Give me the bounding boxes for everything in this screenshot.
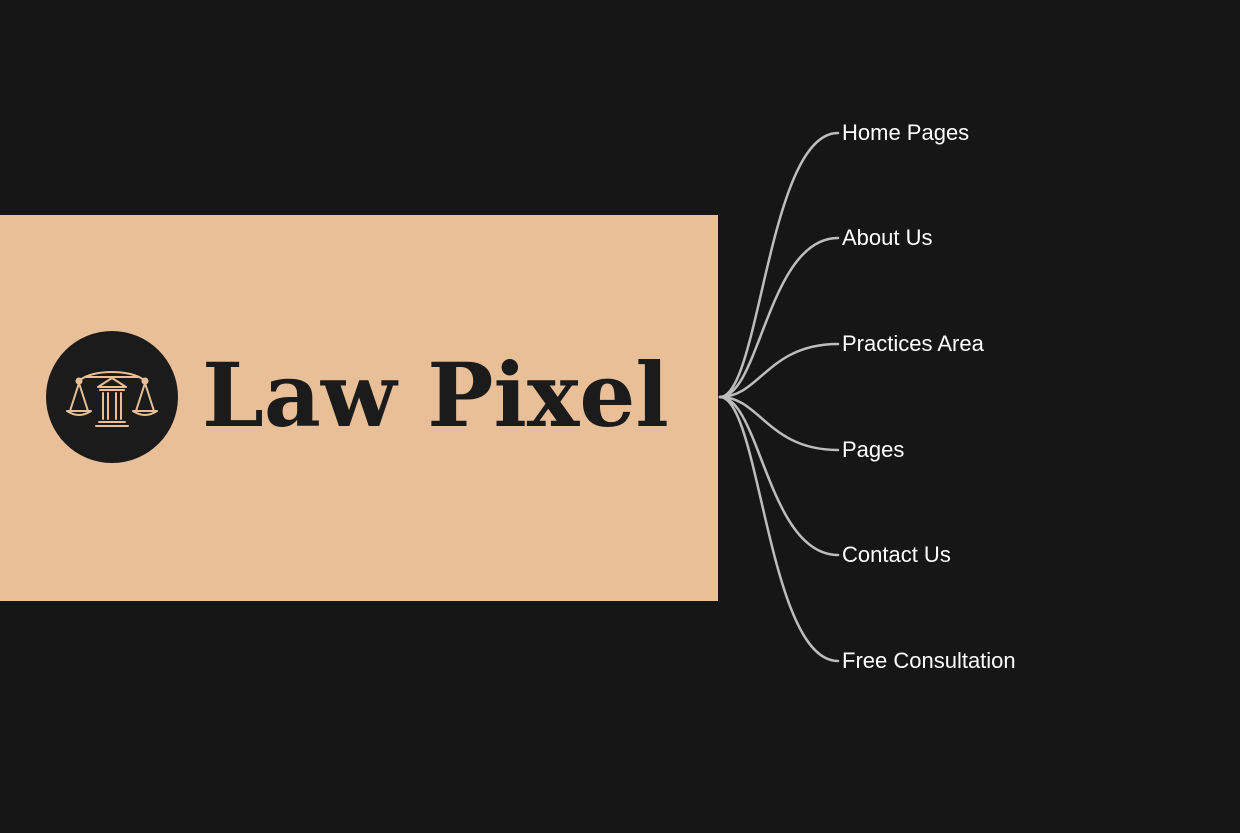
connector-line-1 — [718, 131, 840, 399]
nav-label-free-consultation[interactable]: Free Consultation — [842, 648, 1016, 673]
connector-line-4 — [718, 395, 840, 452]
nav-label-home-pages[interactable]: Home Pages — [842, 120, 970, 145]
nav-label-contact-us[interactable]: Contact Us — [842, 542, 951, 567]
nav-label-pages[interactable]: Pages — [842, 437, 905, 462]
connector-line-3 — [718, 342, 840, 399]
scales-of-justice-icon — [46, 331, 178, 463]
brand-panel: Law Pixel — [0, 215, 718, 601]
nav-label-about-us[interactable]: About Us — [842, 225, 933, 250]
connector-line-5 — [718, 395, 840, 557]
brand-name: Law Pixel — [202, 343, 669, 447]
connector-line-2 — [718, 236, 840, 399]
connector-line-6 — [718, 395, 840, 663]
nav-label-practices-area[interactable]: Practices Area — [842, 331, 984, 356]
